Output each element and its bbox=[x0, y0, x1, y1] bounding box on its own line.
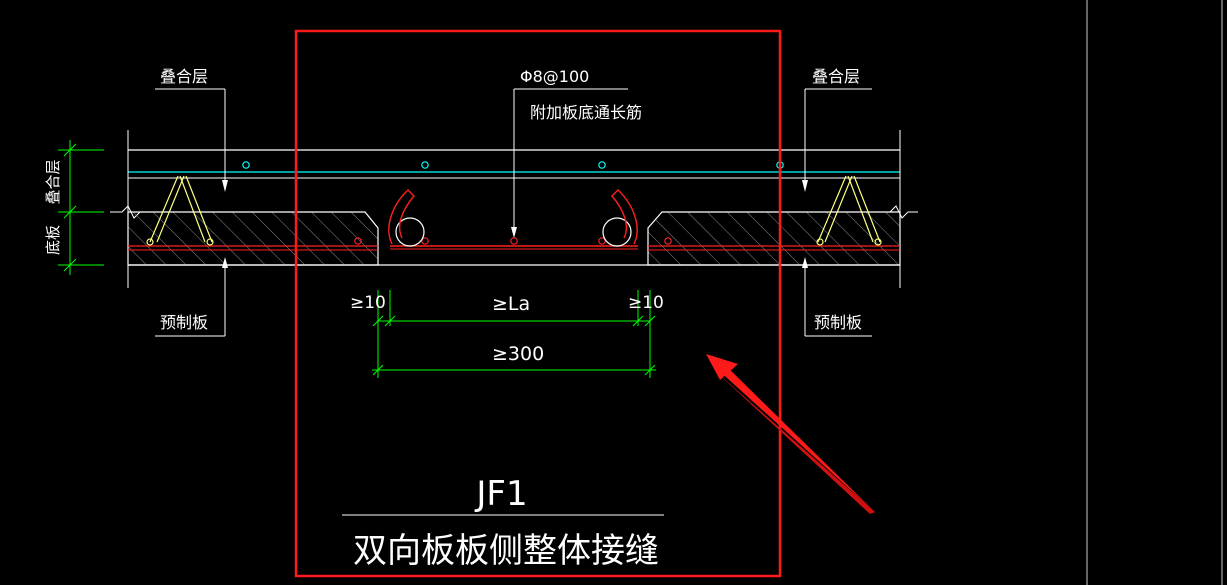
dimension-lines bbox=[372, 290, 656, 378]
label-left-topping: 叠合层 bbox=[160, 67, 208, 86]
leader-right-topping bbox=[802, 88, 872, 192]
leader-left-topping bbox=[155, 88, 228, 192]
label-rebar-spec: Φ8@100 bbox=[520, 67, 589, 86]
dim-la: ≥La bbox=[492, 293, 530, 315]
slab-section bbox=[110, 130, 918, 288]
side-label-bottom: 底板 bbox=[44, 225, 62, 255]
label-right-precast: 预制板 bbox=[814, 313, 862, 332]
highlight-arrow bbox=[706, 354, 875, 514]
title-description: 双向板板侧整体接缝 bbox=[353, 531, 659, 571]
dim-left-10: ≥10 bbox=[350, 293, 386, 313]
leader-rebar bbox=[511, 88, 628, 238]
label-left-precast: 预制板 bbox=[160, 313, 208, 332]
truss-right bbox=[816, 175, 882, 246]
highlight-box bbox=[294, 29, 782, 578]
title-code: JF1 bbox=[474, 474, 527, 514]
side-dimension bbox=[58, 140, 104, 275]
leader-left-precast bbox=[155, 257, 228, 337]
dim-300: ≥300 bbox=[492, 343, 544, 365]
label-rebar-desc: 附加板底通长筋 bbox=[530, 103, 642, 122]
leader-right-precast bbox=[802, 257, 872, 337]
label-right-topping: 叠合层 bbox=[812, 67, 860, 86]
truss-left bbox=[146, 175, 214, 246]
side-label-topping: 叠合层 bbox=[44, 159, 62, 204]
dim-right-10: ≥10 bbox=[628, 293, 664, 313]
